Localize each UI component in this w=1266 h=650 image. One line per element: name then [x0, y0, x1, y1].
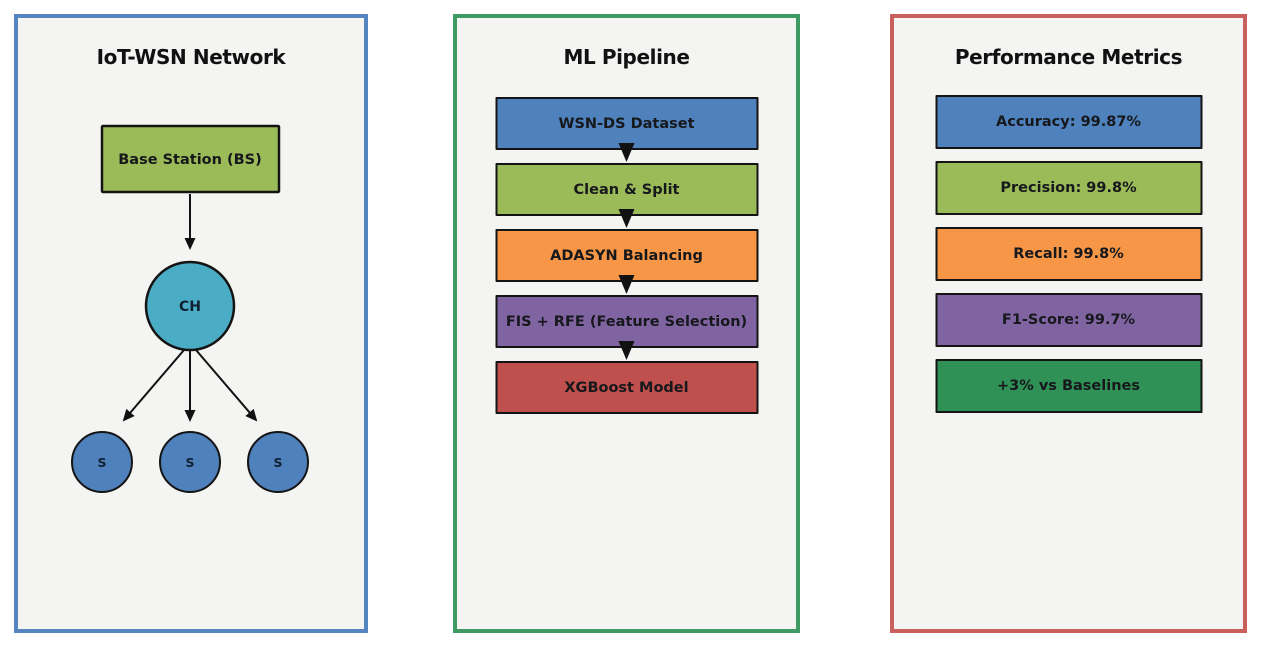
cluster-head-label: CH — [179, 299, 201, 315]
metric-box: Accuracy: 99.87% — [935, 95, 1202, 149]
metrics-panel: Performance Metrics Accuracy: 99.87% Pre… — [890, 14, 1247, 633]
metric-label: +3% vs Baselines — [997, 378, 1140, 394]
pipeline-arrow-gap — [495, 143, 758, 163]
down-arrow-icon — [618, 143, 635, 162]
metric-box: +3% vs Baselines — [935, 359, 1202, 413]
pipeline-step-label: Clean & Split — [573, 181, 680, 198]
metric-box: F1-Score: 99.7% — [935, 293, 1202, 347]
metric-box: Recall: 99.8% — [935, 227, 1202, 281]
metric-label: F1-Score: 99.7% — [1001, 312, 1136, 328]
ch-to-sensor-arrow-right — [195, 349, 258, 422]
metric-box: Precision: 99.8% — [935, 161, 1202, 215]
base-station-label: Base Station (BS) — [118, 152, 262, 168]
down-arrow-icon — [618, 209, 635, 228]
pipeline-step-label: ADASYN Balancing — [550, 247, 703, 264]
metric-label: Recall: 99.8% — [1013, 246, 1124, 262]
sensor-label: S — [273, 455, 282, 470]
pipeline-step-label: XGBoost Model — [564, 379, 689, 396]
ch-to-sensor-arrow-left — [122, 349, 185, 422]
pipeline-steps: WSN-DS Dataset Clean & Split ADASYN Bala… — [495, 97, 758, 414]
sensor-node — [159, 431, 221, 493]
pipeline-arrow-gap — [495, 341, 758, 361]
network-panel-title: IoT-WSN Network — [96, 45, 286, 69]
sensor-node — [71, 431, 133, 493]
pipeline-step-label: FIS + RFE (Feature Selection) — [505, 313, 748, 330]
down-arrow-icon — [618, 275, 635, 294]
cluster-head-node — [144, 260, 236, 352]
pipeline-step-box: XGBoost Model — [495, 361, 758, 414]
pipeline-step-box: ADASYN Balancing — [495, 229, 758, 282]
pipeline-step-label: WSN-DS Dataset — [558, 115, 695, 132]
down-arrow-icon — [618, 341, 635, 360]
network-panel: IoT-WSN Network Base Station (BS) CH S S… — [14, 14, 368, 633]
sensor-node — [247, 431, 309, 493]
metric-label: Accuracy: 99.87% — [996, 114, 1141, 130]
pipeline-panel-title: ML Pipeline — [563, 45, 690, 69]
pipeline-arrow-gap — [495, 209, 758, 229]
metrics-panel-title: Performance Metrics — [954, 45, 1183, 69]
pipeline-step-box: FIS + RFE (Feature Selection) — [495, 295, 758, 348]
network-diagram: Base Station (BS) CH S S S — [71, 124, 309, 493]
metric-label: Precision: 99.8% — [1000, 180, 1137, 196]
pipeline-step-box: WSN-DS Dataset — [495, 97, 758, 150]
base-station-box — [100, 124, 281, 194]
pipeline-panel: ML Pipeline WSN-DS Dataset Clean & Split… — [453, 14, 800, 633]
sensor-label: S — [185, 455, 194, 470]
pipeline-arrow-gap — [495, 275, 758, 295]
metrics-list: Accuracy: 99.87% Precision: 99.8% Recall… — [935, 95, 1202, 425]
sensor-label: S — [97, 455, 106, 470]
pipeline-step-box: Clean & Split — [495, 163, 758, 216]
